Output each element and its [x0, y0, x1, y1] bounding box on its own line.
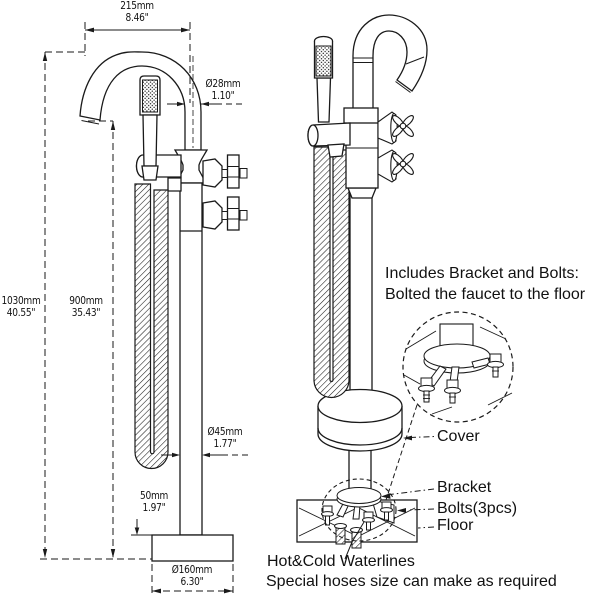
hose-nut: [141, 165, 159, 181]
dimension-mm: Ø45mm: [207, 426, 243, 438]
dimension-mm: 215mm: [120, 0, 154, 12]
shower-hose-left: [134, 183, 169, 470]
dimension-inch: 8.46": [125, 11, 149, 24]
dimension-mm: 1030mm: [1, 295, 41, 307]
note-line-2: Bolted the faucet to the floor: [385, 286, 586, 303]
dimension-base-diameter: Ø160mm 6.30": [171, 564, 213, 588]
floor-bracket: [321, 487, 395, 531]
dimension-column-diameter: Ø45mm 1.77": [207, 426, 243, 450]
body-collar: [343, 107, 379, 124]
dimension-inch: 6.30": [180, 575, 204, 588]
dimension-total-height: 1030mm 40.55": [1, 295, 41, 319]
dimension-inch: 1.10": [211, 89, 235, 102]
valve-handle-lower-left: [202, 196, 248, 231]
dimension-mm: Ø160mm: [171, 564, 213, 576]
spout-gooseneck-right: [352, 14, 428, 113]
note-hose-size: Special hoses size can make as required: [266, 573, 557, 590]
base-plinth: [151, 534, 234, 562]
label-bolts: Bolts(3pcs): [437, 500, 518, 517]
dimension-inch: 40.55": [6, 306, 36, 319]
dimension-spout-reach: 215mm 8.46": [120, 0, 154, 24]
shower-head-face-right: [315, 45, 332, 77]
detail-leader-line: [385, 404, 418, 501]
left-figure: [40, 22, 248, 596]
dimension-spout-height: 900mm 35.43": [69, 295, 103, 319]
note-line-1: Includes Bracket and Bolts:: [385, 265, 579, 282]
shower-hose-right: [313, 146, 350, 399]
hose-nut-right: [327, 143, 345, 158]
bracket-detail-circle: [402, 311, 514, 423]
waterlines-leader: [344, 521, 365, 560]
dimension-mm: Ø28mm: [205, 78, 241, 90]
dimension-lines: [40, 22, 248, 596]
dimension-mm: 900mm: [69, 295, 103, 307]
valve-handle-upper-left: [202, 154, 248, 189]
note-bracket-bolts: Includes Bracket and Bolts: Bolted the f…: [385, 263, 585, 305]
spout-gooseneck-left: [79, 51, 202, 151]
floor-bolts: [321, 501, 393, 531]
faucet-column-left: [179, 182, 203, 536]
shower-head-face: [142, 79, 158, 113]
hand-shower-right: [313, 35, 345, 158]
dimension-inch: 35.43": [71, 306, 101, 319]
dimension-mm: 50mm: [139, 490, 169, 502]
faucet-body-right: [345, 121, 379, 199]
faucet-body-left: [167, 149, 209, 536]
mount-zoom-circle: [321, 478, 397, 542]
dimension-inch: 1.97": [142, 501, 166, 514]
note-waterlines: Hot&Cold Waterlines: [267, 553, 415, 570]
faucet-column-right: [349, 185, 373, 399]
dimension-spout-diameter: Ø28mm 1.10": [205, 78, 241, 102]
label-floor: Floor: [437, 517, 474, 534]
dimension-base-height: 50mm 1.97": [139, 490, 169, 514]
hand-shower-left: [139, 75, 161, 181]
column-below-cover: [348, 447, 372, 493]
label-leaders: [344, 435, 435, 560]
cross-handle-lower-right: [377, 149, 414, 183]
label-cover: Cover: [437, 428, 480, 445]
shower-holder-right: [307, 122, 351, 147]
cover-dome: [317, 388, 403, 452]
hose-port: [167, 177, 182, 192]
right-figure: [296, 14, 514, 560]
detail-bolts: [418, 353, 504, 404]
cross-handle-upper-right: [377, 111, 414, 145]
label-bracket: Bracket: [437, 479, 492, 496]
dimension-inch: 1.77": [213, 437, 237, 450]
